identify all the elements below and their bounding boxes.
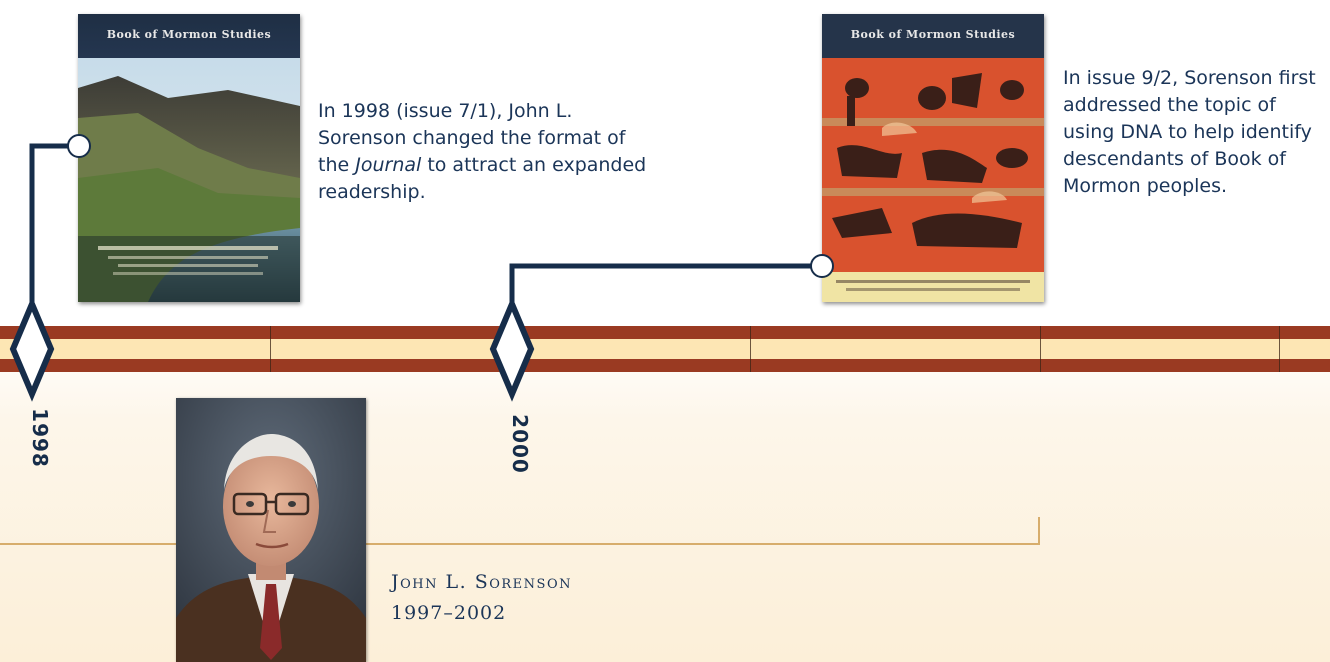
- connector-1998: [32, 146, 78, 302]
- caption-format-change: In 1998 (issue 7/1), John L. Sorenson ch…: [318, 98, 658, 206]
- portrait-artwork: [176, 398, 366, 662]
- diamond-marker-2000: [493, 304, 531, 394]
- tenure-bracket-end: [1038, 517, 1040, 545]
- editor-tenure: 1997–2002: [391, 602, 506, 624]
- year-label-1998: 1998: [28, 408, 52, 468]
- connector-dot-2000: [811, 255, 833, 277]
- editor-portrait: [176, 398, 366, 662]
- editor-name: John L. Sorenson: [391, 571, 572, 593]
- diamond-marker-1998: [13, 304, 51, 394]
- journal-title-italic: Journal: [355, 154, 421, 176]
- caption-dna-topic: In issue 9/2, Sorenson first addressed t…: [1063, 65, 1328, 200]
- tenure-bracket-line: [0, 543, 1040, 545]
- year-label-2000: 2000: [508, 414, 532, 474]
- connector-2000: [512, 266, 822, 302]
- connector-dot-1998: [68, 135, 90, 157]
